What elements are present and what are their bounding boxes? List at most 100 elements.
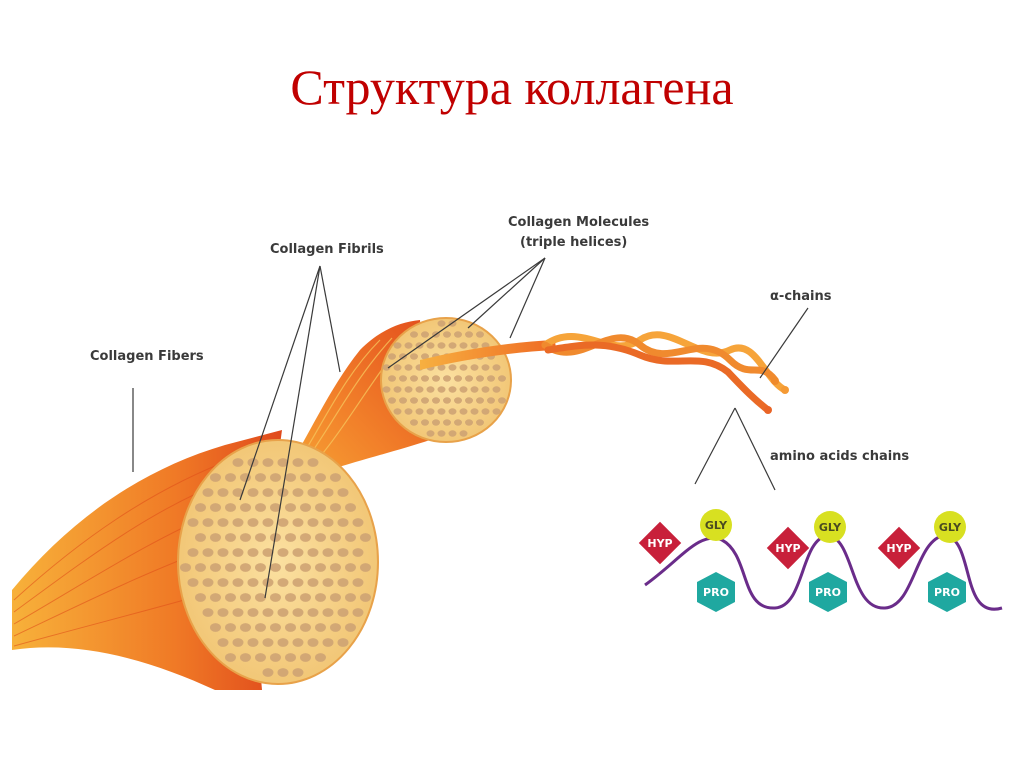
fibril-dot xyxy=(330,473,341,482)
fibril-dot xyxy=(262,458,274,467)
pointer-lines xyxy=(132,257,809,599)
fibril-dot xyxy=(476,375,484,382)
fibril-dot xyxy=(454,331,462,338)
fibril-dot xyxy=(225,503,236,512)
fibril-dot xyxy=(285,593,296,602)
fibril-dot xyxy=(217,638,229,647)
fibril-dot xyxy=(300,503,311,512)
fibril-dot xyxy=(292,638,304,647)
fibril-dot xyxy=(217,488,229,497)
amino-acid-chain: HYP GLY PRO HYP GLY PRO xyxy=(638,509,1003,612)
fibril-dot xyxy=(277,578,289,587)
fibril-dot xyxy=(410,331,418,338)
fibril-dot xyxy=(393,342,402,349)
fibril-dot xyxy=(345,623,356,632)
fibril-dot xyxy=(262,488,274,497)
fibril-dot xyxy=(202,488,214,497)
fibril-dot xyxy=(195,563,206,572)
fibril-dot xyxy=(330,503,341,512)
fibril-dot xyxy=(292,608,304,617)
fibril-dot xyxy=(404,408,413,415)
fibril-dot xyxy=(459,430,468,437)
fibril-dot xyxy=(292,578,304,587)
fibril-dot xyxy=(292,458,304,467)
fibril-dot xyxy=(448,364,457,371)
fibril-dot xyxy=(421,419,429,426)
fibril-dot xyxy=(410,397,418,404)
gly-2: GLY xyxy=(814,511,846,543)
fibril-dot xyxy=(262,548,274,557)
fibril-dot xyxy=(443,397,451,404)
label-collagen-fibrils: Collagen Fibrils xyxy=(270,242,384,257)
collagen-molecule-rod xyxy=(420,340,556,370)
fibril-dot xyxy=(300,563,311,572)
fibril-dot xyxy=(315,503,326,512)
fibril-dot xyxy=(240,563,251,572)
label-triple-helices: (triple helices) xyxy=(520,235,627,250)
fibril-dot xyxy=(404,342,413,349)
fibril-dot xyxy=(195,503,206,512)
fibril-dot xyxy=(225,563,236,572)
fibril-dot xyxy=(225,593,236,602)
fibril-dot xyxy=(476,397,484,404)
hyp-1-label: HYP xyxy=(647,537,672,550)
label-alpha-chains: α-chains xyxy=(770,289,832,304)
fibril-dot xyxy=(459,386,468,393)
fibril-dot xyxy=(315,533,326,542)
fibril-dot xyxy=(292,548,304,557)
fibril-dot xyxy=(465,397,473,404)
fibril-dot xyxy=(476,331,484,338)
fibril-dot xyxy=(410,419,418,426)
fibril-dot xyxy=(217,548,229,557)
fibril-dot xyxy=(187,548,199,557)
fibril-dot xyxy=(360,533,371,542)
fibril-dot xyxy=(382,364,391,371)
fibril-dot xyxy=(459,342,468,349)
fibril-dot xyxy=(285,653,296,662)
pro-3: PRO xyxy=(928,572,966,612)
fibril-dot xyxy=(360,563,371,572)
fibril-dot xyxy=(292,488,304,497)
fibril-dot xyxy=(399,353,407,360)
fibril-dot xyxy=(410,353,418,360)
fibril-dot xyxy=(285,503,296,512)
fibril-dot xyxy=(300,653,311,662)
fibril-dot xyxy=(345,503,356,512)
fibril-dot xyxy=(404,364,413,371)
fibril-dot xyxy=(388,397,396,404)
pro-2: PRO xyxy=(809,572,847,612)
slide-title: Структура коллагена xyxy=(290,59,734,115)
fibril-dot xyxy=(210,473,221,482)
fibril-dot xyxy=(421,375,429,382)
fibril-dot xyxy=(330,593,341,602)
fibril-dot xyxy=(232,638,244,647)
fibril-dot xyxy=(202,608,214,617)
fibril-dot xyxy=(262,608,274,617)
hyp-3-label: HYP xyxy=(886,542,911,555)
fibril-dot xyxy=(240,653,251,662)
fibril-dot xyxy=(232,458,244,467)
fibril-dot xyxy=(300,533,311,542)
fibril-dot xyxy=(232,548,244,557)
fibril-dot xyxy=(481,386,490,393)
fibril-dot xyxy=(307,518,319,527)
fibril-dot xyxy=(426,408,435,415)
fibril-dot xyxy=(262,518,274,527)
fibril-dot xyxy=(195,593,206,602)
fibril-dot xyxy=(307,458,319,467)
fibril-dot xyxy=(345,563,356,572)
fibril-dot xyxy=(421,331,429,338)
fibril-dot xyxy=(437,430,446,437)
fibril-dot xyxy=(337,518,349,527)
fibril-dot xyxy=(217,578,229,587)
fibril-dot xyxy=(393,364,402,371)
pro-1: PRO xyxy=(697,572,735,612)
fibril-dot xyxy=(454,419,462,426)
fibril-dot xyxy=(437,364,446,371)
fibril-dot xyxy=(492,386,501,393)
hyp-1: HYP xyxy=(638,521,682,565)
fibril-dot xyxy=(292,518,304,527)
fibril-dot xyxy=(277,668,289,677)
